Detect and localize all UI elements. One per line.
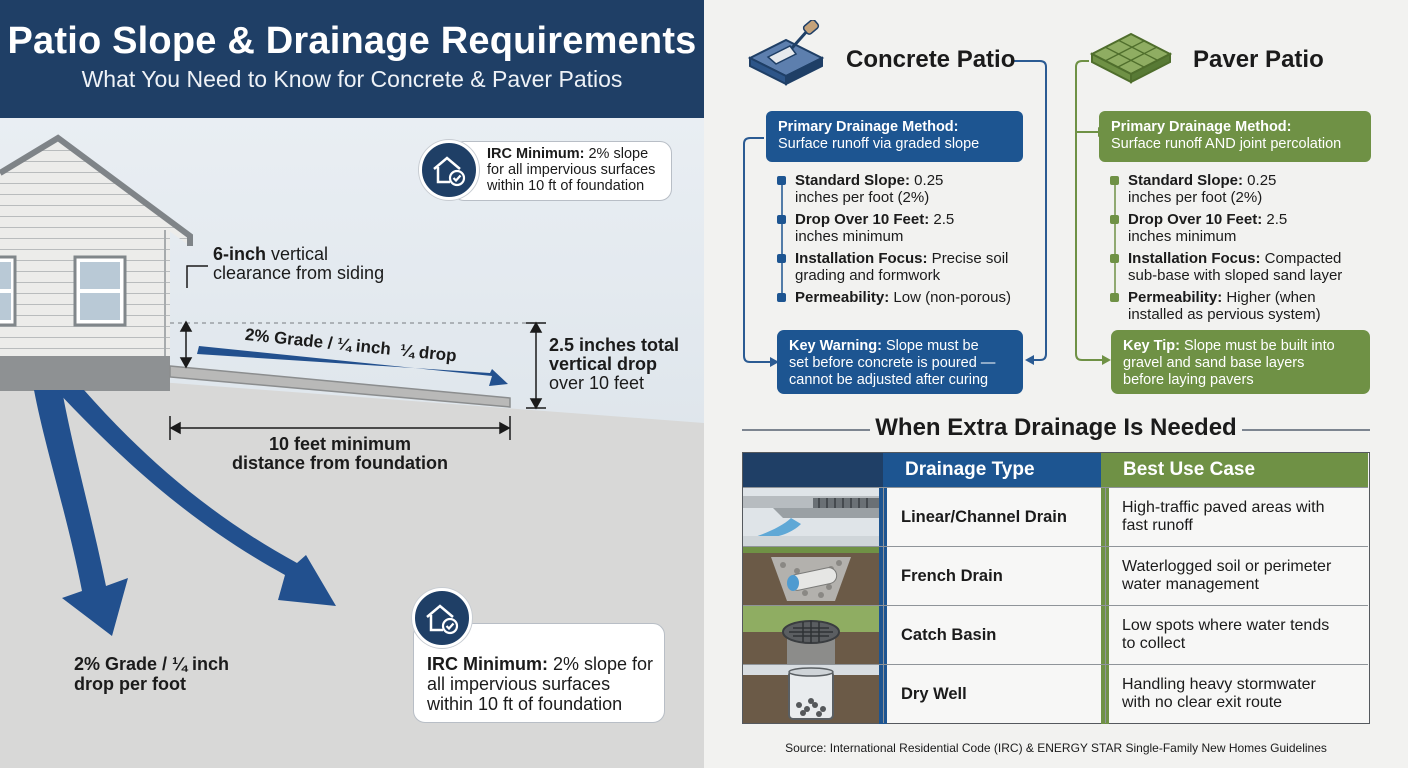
concrete-method-box: Primary Drainage Method: Surface runoff … — [766, 111, 1023, 162]
page-title: Patio Slope & Drainage Requirements — [7, 20, 697, 62]
clearance-dimension — [179, 265, 208, 369]
irc-callout-bottom-text: IRC Minimum: 2% slope for all impervious… — [427, 654, 654, 714]
source-citation: Source: International Residential Code (… — [785, 741, 1327, 755]
paver-title: Paver Patio — [1193, 46, 1324, 73]
table-row: Linear/Channel Drain High-traffic paved … — [743, 487, 1368, 546]
runoff-arrow-down — [34, 390, 128, 636]
distance-label: 10 feet minimum distance from foundation — [232, 434, 448, 473]
table-header-blank — [743, 453, 883, 487]
paver-method-box: Primary Drainage Method: Surface runoff … — [1099, 111, 1371, 162]
paver-tip-box: Key Tip: Slope must be built into gravel… — [1111, 330, 1370, 394]
table-header-use: Best Use Case — [1101, 453, 1368, 487]
divider — [742, 429, 870, 431]
irc-callout-top-text: IRC Minimum: 2% slope for all impervious… — [487, 146, 656, 194]
drainage-table: Drainage Type Best Use Case Linear/Chann… — [742, 452, 1370, 724]
grade-arrow — [197, 346, 508, 386]
french-drain-illustration — [743, 547, 879, 605]
dry-well-illustration — [743, 665, 879, 723]
house-check-icon — [419, 140, 479, 200]
drainage-type-cell: Linear/Channel Drain — [883, 488, 1101, 546]
grade-bottom-label: 2% Grade / ¼ inch drop per foot — [74, 654, 230, 694]
total-drop-label: 2.5 inches total vertical drop over 10 f… — [549, 335, 680, 393]
extra-drainage-title: When Extra Drainage Is Needed — [875, 414, 1237, 441]
total-drop-dimension — [526, 321, 546, 410]
divider — [1242, 429, 1370, 431]
concrete-title: Concrete Patio — [846, 46, 1016, 73]
drainage-type-cell: French Drain — [883, 547, 1101, 605]
table-row: French Drain Waterlogged soil or perimet… — [743, 546, 1368, 605]
left-diagram-panel: Patio Slope & Drainage Requirements What… — [0, 0, 704, 768]
catch-basin-illustration — [743, 606, 879, 664]
concrete-trowel-icon — [747, 20, 825, 86]
page-subtitle: What You Need to Know for Concrete & Pav… — [81, 66, 623, 92]
distance-dimension — [169, 416, 511, 440]
runoff-arrow-right — [56, 390, 336, 606]
clearance-label: 6-inch vertical clearance from siding — [213, 244, 385, 283]
list-item: Permeability: Low (non-porous) — [777, 289, 1037, 306]
right-info-panel: Concrete Patio Paver Patio Primary Drain… — [704, 0, 1408, 768]
house — [0, 134, 193, 391]
drainage-type-cell: Dry Well — [883, 665, 1101, 723]
patio-slab — [169, 365, 511, 408]
foundation — [0, 356, 170, 391]
concrete-list-rail — [781, 180, 783, 300]
house-check-icon — [412, 588, 472, 648]
channel-drain-illustration — [743, 488, 879, 546]
page-header: Patio Slope & Drainage Requirements What… — [0, 0, 704, 118]
table-header-type: Drainage Type — [883, 453, 1101, 487]
paver-list-rail — [1114, 180, 1116, 300]
drainage-type-cell: Catch Basin — [883, 606, 1101, 664]
paver-bricks-icon — [1089, 32, 1173, 84]
concrete-warning-box: Key Warning: Slope must be set before co… — [777, 330, 1023, 394]
irc-callout-top — [452, 141, 672, 201]
